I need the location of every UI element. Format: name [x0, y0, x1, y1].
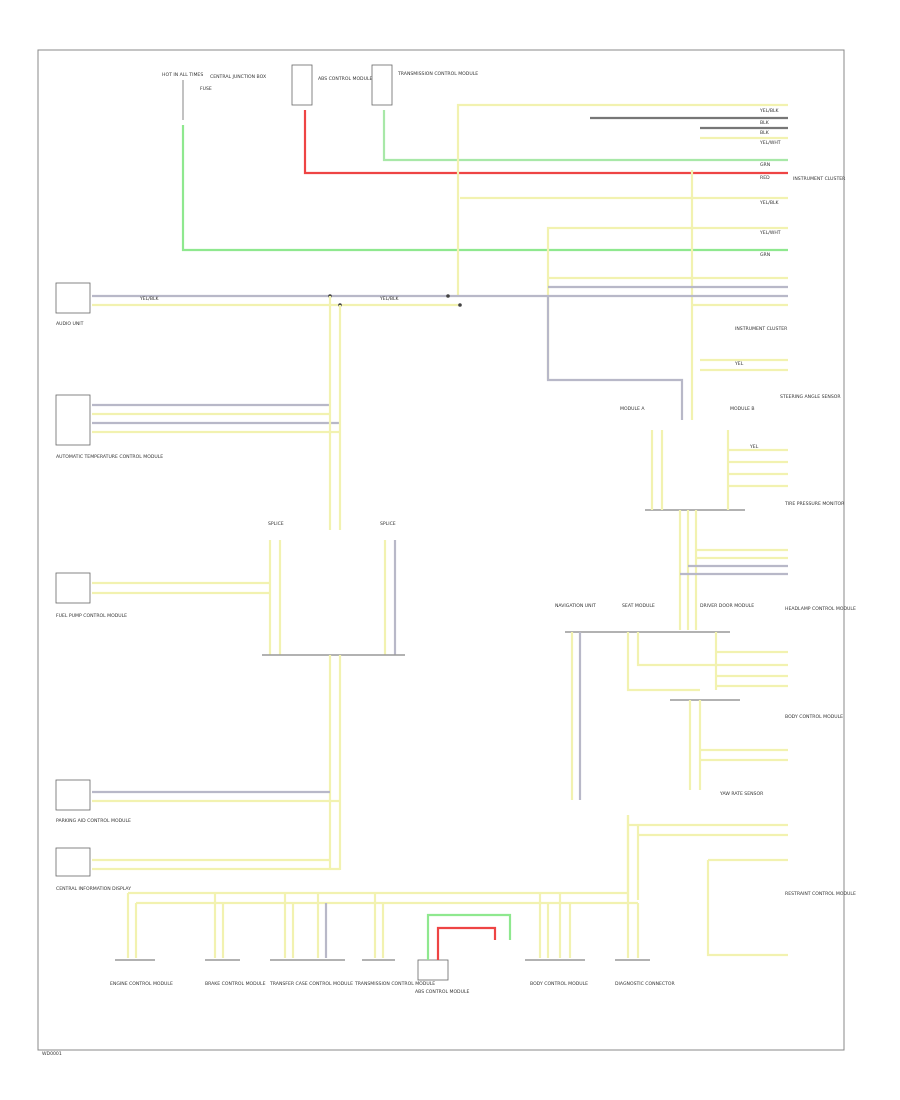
diagram-frame	[37, 49, 845, 1051]
wire-green-main	[181, 125, 788, 252]
lbl-sas-1: YEL	[734, 361, 744, 367]
bottom-module-diag: DIAGNOSTIC CONNECTOR	[615, 893, 676, 987]
seat-module-label: SEAT MODULE	[622, 603, 655, 609]
fuse-block: HOT IN ALL TIMES FUSE CENTRAL JUNCTION B…	[162, 72, 266, 120]
central-junction-label: CENTRAL JUNCTION BOX	[210, 74, 266, 80]
restraint-label: RESTRAINT CONTROL MODULE	[785, 891, 856, 897]
body-control-label: BODY CONTROL MODULE	[785, 714, 843, 720]
transfer-label: TRANSFER CASE CONTROL MODULE	[269, 981, 353, 987]
lbl-w4: YEL/WHT	[759, 140, 781, 146]
abs-module: ABS CONTROL MODULE	[291, 64, 373, 106]
body-bottom-label: BODY CONTROL MODULE	[530, 981, 588, 987]
parking-aid-label: PARKING AID CONTROL MODULE	[56, 818, 131, 824]
auto-climate-label: AUTOMATIC TEMPERATURE CONTROL MODULE	[56, 454, 163, 460]
navigation-label: NAVIGATION UNIT	[555, 603, 596, 609]
fuel-pump-label: FUEL PUMP CONTROL MODULE	[56, 613, 127, 619]
ecm-label: ENGINE CONTROL MODULE	[110, 981, 173, 987]
audio-unit: AUDIO UNIT	[55, 282, 91, 327]
splice-mid-label-1: SPLICE	[268, 521, 284, 527]
wire-seat-1	[626, 632, 700, 692]
footer-code: WD0001	[42, 1051, 62, 1057]
yaw-sensor-label: YAW RATE SENSOR	[719, 791, 764, 797]
abs-label: ABS CONTROL MODULE	[318, 76, 373, 82]
lbl-w9: GRN	[760, 252, 770, 258]
lbl-w1: YEL/BLK	[759, 108, 780, 114]
tcm-module: TRANSMISSION CONTROL MODULE	[371, 64, 478, 106]
bottom-module-transfer: TRANSFER CASE CONTROL MODULE	[269, 893, 353, 987]
lbl-w6: RED	[760, 175, 770, 181]
lbl-audio-2: YEL/BLK	[379, 296, 400, 302]
bottom-module-ecm: ENGINE CONTROL MODULE	[110, 893, 173, 987]
fuel-pump-module: FUEL PUMP CONTROL MODULE	[55, 572, 127, 619]
diagnostic-label: DIAGNOSTIC CONNECTOR	[615, 981, 676, 987]
central-info-label: CENTRAL INFORMATION DISPLAY	[56, 886, 131, 892]
tcm-bottom-label: TRANSMISSION CONTROL MODULE	[354, 981, 435, 987]
lbl-audio-1: YEL/BLK	[139, 296, 160, 302]
bottom-module-tcm: TRANSMISSION CONTROL MODULE	[354, 893, 435, 987]
bottom-module-abs: ABS CONTROL MODULE	[415, 913, 512, 995]
module-b-label: MODULE B	[730, 406, 755, 412]
splice-middle: SPLICE SPLICE	[262, 521, 405, 656]
fuse-label: FUSE	[200, 86, 212, 92]
lbl-w8: YEL/WHT	[759, 230, 781, 236]
brake-label: BRAKE CONTROL MODULE	[205, 981, 266, 987]
lbl-w5: GRN	[760, 162, 770, 168]
driver-door-label: DRIVER DOOR MODULE	[700, 603, 754, 609]
tire-pressure-label: TIRE PRESSURE MONITOR	[784, 501, 845, 507]
lbl-w7: YEL/BLK	[759, 200, 780, 206]
central-info-module: CENTRAL INFORMATION DISPLAY	[55, 847, 131, 892]
abs-bottom-label: ABS CONTROL MODULE	[415, 989, 470, 995]
audio-unit-label: AUDIO UNIT	[56, 321, 84, 327]
instrument-cluster-label-top: INSTRUMENT CLUSTER	[793, 176, 846, 182]
wire-green-tcm	[382, 110, 788, 162]
wire-seat-2	[636, 632, 788, 667]
wire-ic-drop	[546, 296, 684, 420]
headlamp-label: HEADLAMP CONTROL MODULE	[785, 606, 856, 612]
bottom-module-fuse: BRAKE CONTROL MODULE	[205, 893, 266, 987]
tcm-label: TRANSMISSION CONTROL MODULE	[397, 71, 478, 77]
wire-red-main	[303, 110, 788, 175]
lbl-w2: BLK	[760, 120, 770, 126]
splice-mid-label-2: SPLICE	[380, 521, 396, 527]
hot-label: HOT IN ALL TIMES	[162, 72, 203, 78]
lbl-w3: BLK	[760, 130, 770, 136]
wire-restraint	[706, 860, 788, 957]
splice-top-right: MODULE A MODULE B	[620, 406, 755, 511]
wire-top-yellow-1	[456, 103, 788, 295]
module-a-label: MODULE A	[620, 406, 645, 412]
bottom-module-body: BODY CONTROL MODULE	[525, 893, 588, 987]
parking-aid-module: PARKING AID CONTROL MODULE	[55, 779, 131, 824]
instrument-cluster-label: INSTRUMENT CLUSTER	[735, 326, 788, 332]
lbl-r-450: YEL	[749, 444, 759, 450]
lower-right-modules: NAVIGATION UNIT SEAT MODULE DRIVER DOOR …	[555, 603, 788, 800]
auto-climate-module: AUTOMATIC TEMPERATURE CONTROL MODULE	[55, 394, 163, 460]
steering-angle-label: STEERING ANGLE SENSOR	[780, 394, 841, 400]
